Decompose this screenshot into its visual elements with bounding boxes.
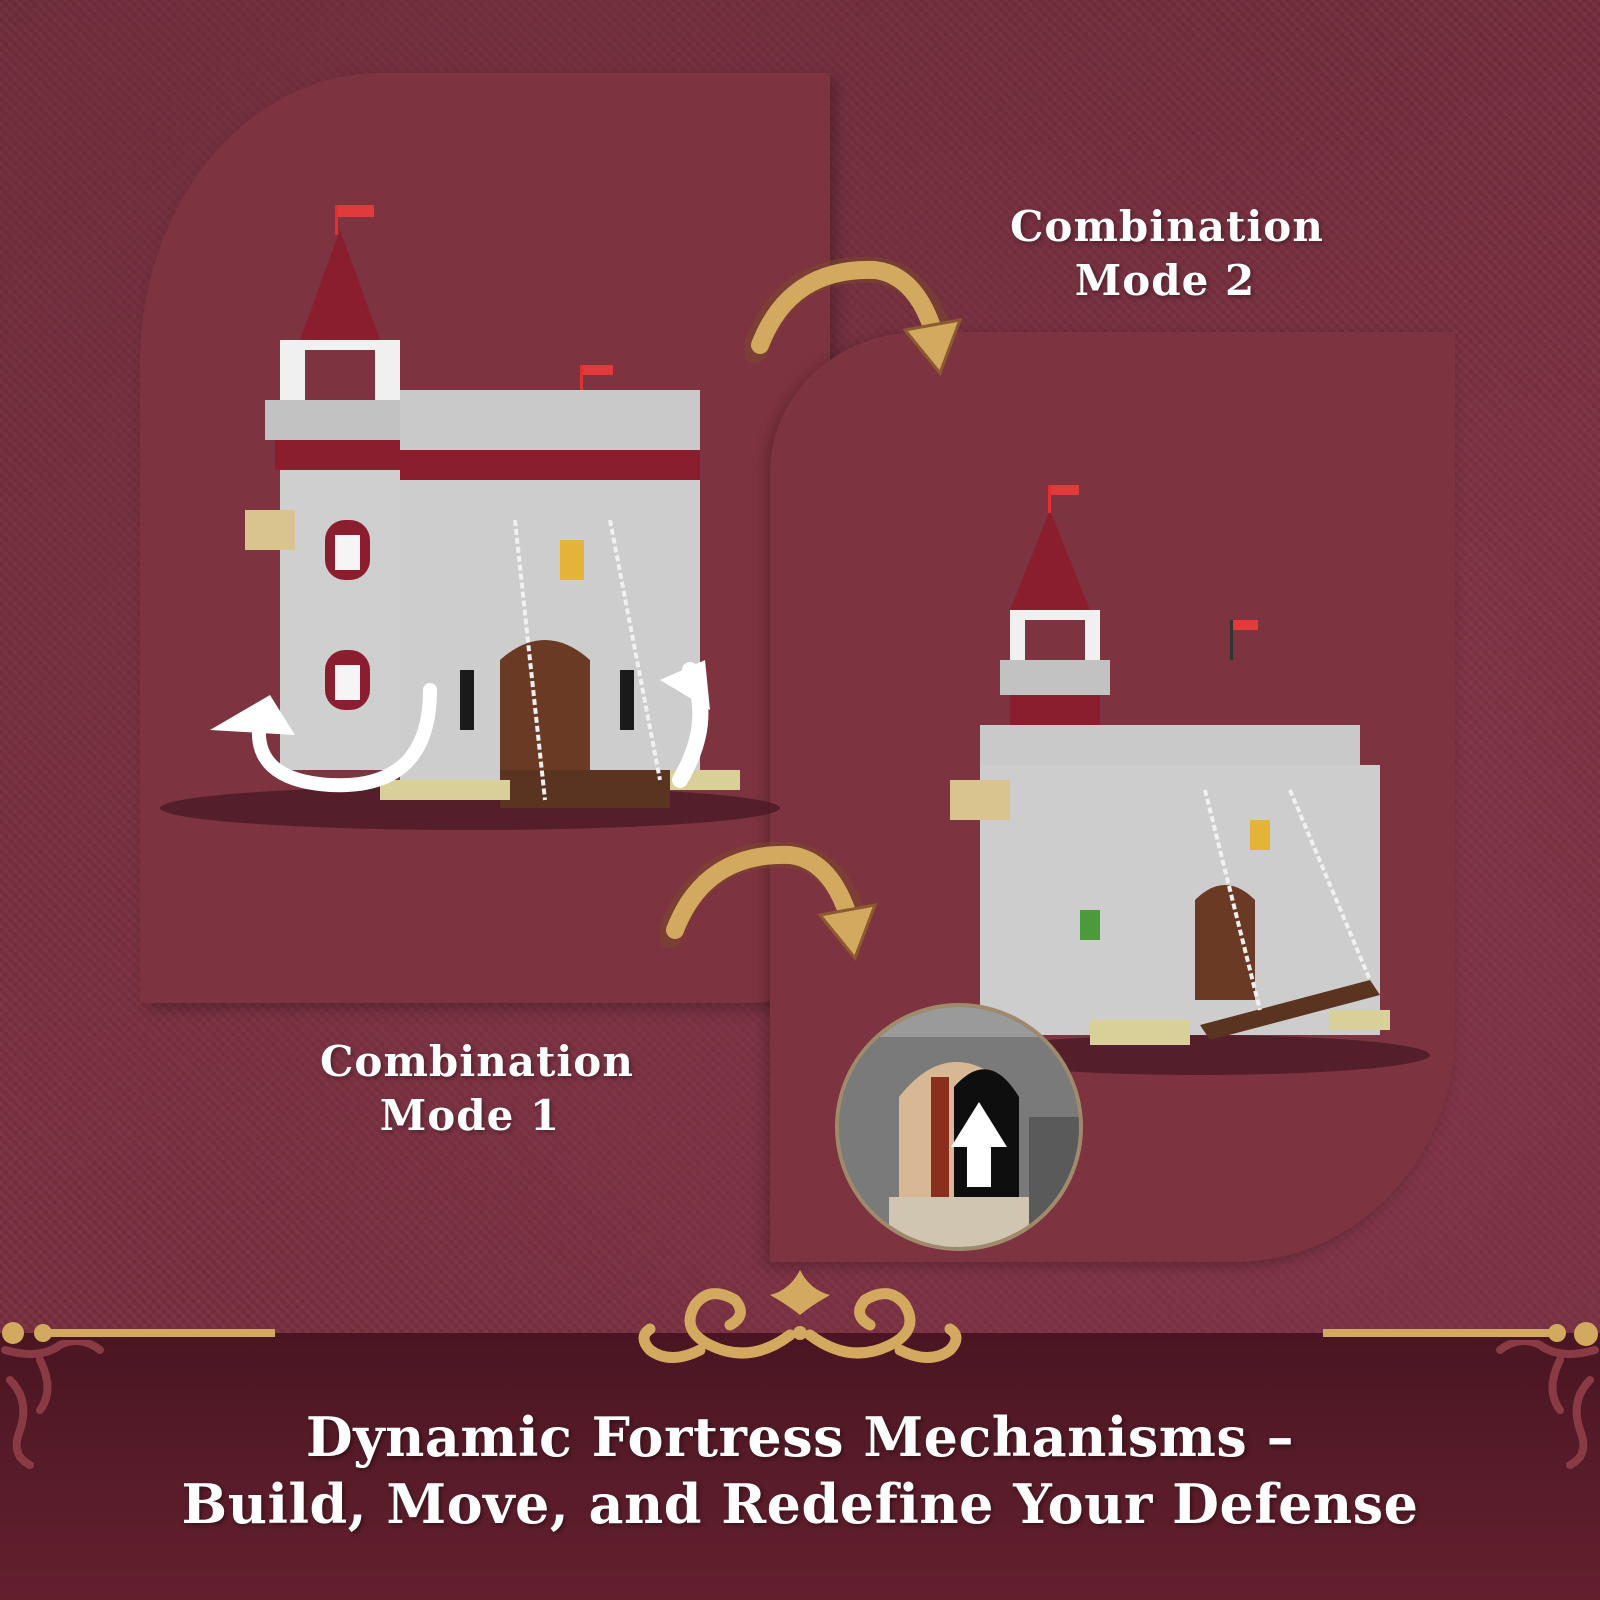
gold-dot	[1574, 1322, 1598, 1346]
mode1-label-line1: Combination	[320, 1037, 634, 1086]
gold-dot	[34, 1324, 52, 1342]
fleur-scroll-ornament-icon	[638, 1270, 962, 1363]
footer-banner	[0, 1333, 1600, 1600]
up-arrow-icon	[951, 1102, 1007, 1187]
corner-flourish-icon	[1, 1340, 104, 1469]
mode2-label-line1: Combination	[1010, 202, 1324, 251]
castle-mode-1-image	[160, 205, 780, 830]
mode1-label: Combination Mode 1	[320, 1035, 634, 1143]
curved-arrow-icon	[660, 841, 878, 961]
gold-divider-right	[1323, 1329, 1563, 1337]
gold-divider-left	[45, 1329, 275, 1337]
headline-line1: Dynamic Fortress Mechanisms –	[305, 1405, 1295, 1469]
mode1-label-line2: Mode 1	[379, 1091, 561, 1140]
curved-arrow-icon	[745, 256, 963, 376]
corner-flourish-icon	[1496, 1340, 1599, 1469]
gate-detail-inset	[835, 1003, 1083, 1251]
castle-mode-2-image	[950, 485, 1430, 1075]
gold-dot	[1548, 1324, 1566, 1342]
mode2-label-line2: Mode 2	[1074, 256, 1256, 305]
headline-line2: Build, Move, and Redefine Your Defense	[181, 1472, 1419, 1536]
rotate-arrow-icon	[660, 660, 710, 788]
gold-dot	[2, 1322, 24, 1344]
rotate-arrow-icon	[210, 683, 437, 793]
mode2-label: Combination Mode 2	[1010, 200, 1324, 308]
